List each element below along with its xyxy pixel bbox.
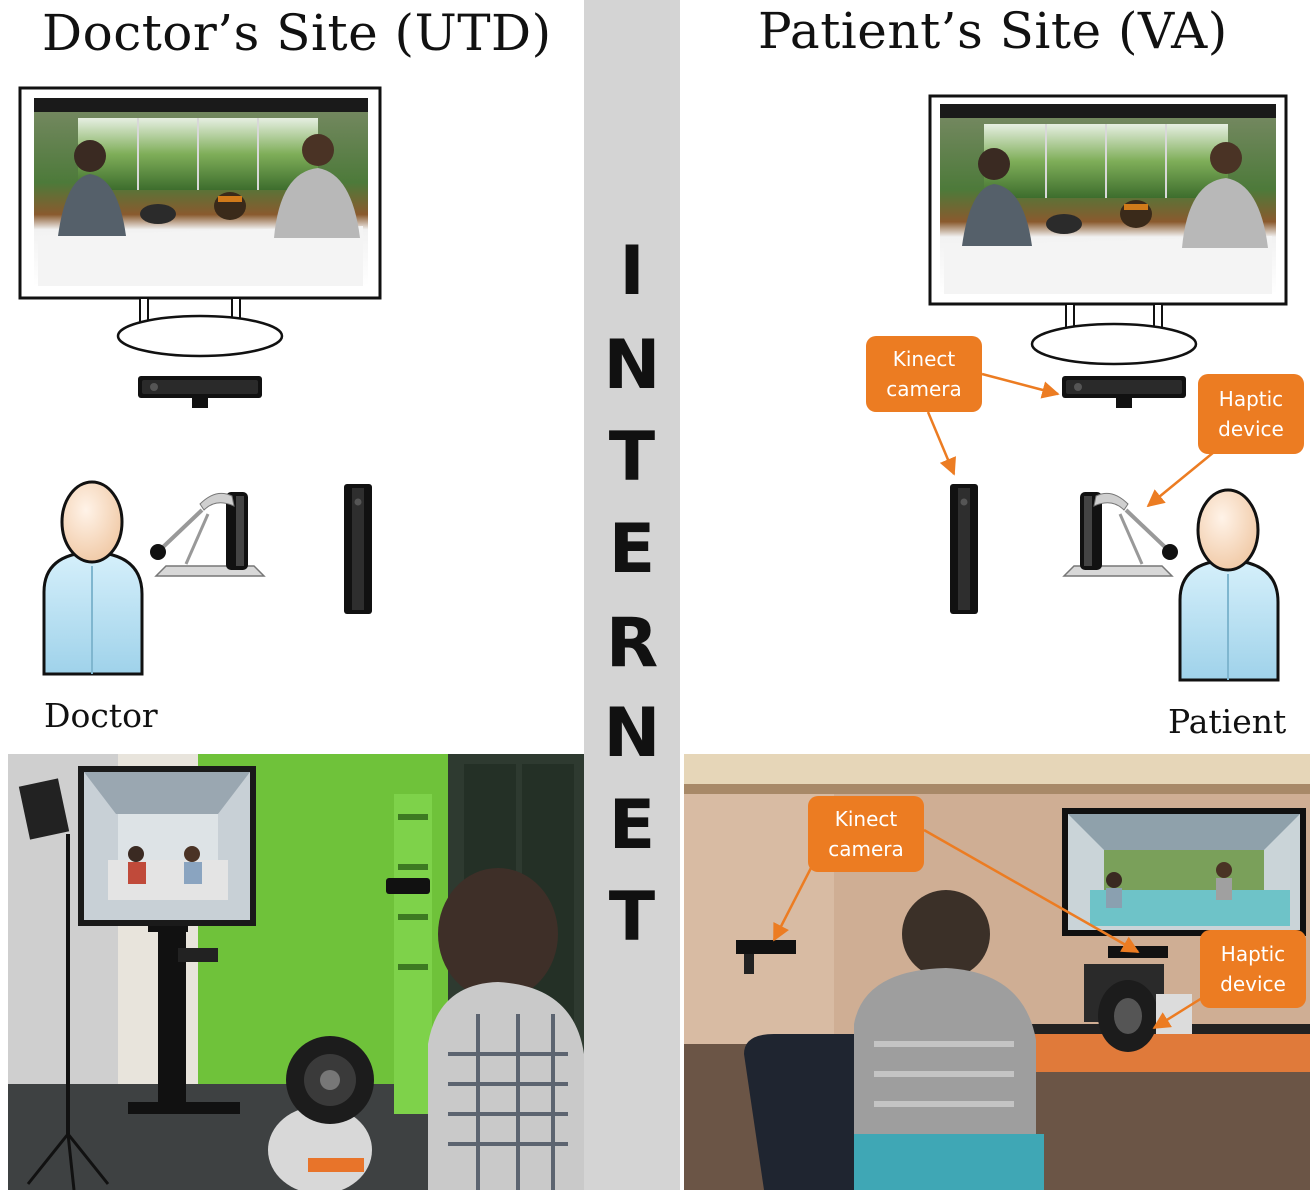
callout-line: device <box>1220 972 1286 996</box>
internet-letter: T <box>608 418 656 497</box>
doctor-monitor-icon <box>18 86 382 358</box>
doctor-haptic-device-icon <box>150 492 266 577</box>
internet-letter: E <box>608 510 656 589</box>
doctor-kinect-camera-icon <box>138 376 262 408</box>
haptic-device-callout: Haptic device <box>1198 374 1304 454</box>
arrow-kinect-top <box>981 372 1060 399</box>
internet-letter: R <box>605 604 659 683</box>
internet-letter: N <box>603 326 661 405</box>
patient-side-kinect-icon <box>950 484 978 614</box>
patient-site-title: Patient’s Site (VA) <box>758 2 1228 60</box>
arrow-kinect-side <box>926 411 956 476</box>
internet-band: I N T E R N E T <box>584 0 680 1190</box>
callout-line: device <box>1218 417 1284 441</box>
doctor-site-title: Doctor’s Site (UTD) <box>42 4 552 62</box>
doctor-person-icon <box>42 480 144 676</box>
patient-room-photo <box>684 754 1310 1190</box>
patient-haptic-device-icon <box>1062 492 1178 577</box>
patient-kinect-camera-icon <box>1062 376 1186 408</box>
patient-monitor-icon <box>928 94 1288 366</box>
callout-line: Haptic <box>1220 942 1286 966</box>
doctor-label: Doctor <box>44 696 158 735</box>
doctor-side-kinect-icon <box>344 484 372 614</box>
patient-label: Patient <box>1168 702 1287 741</box>
kinect-camera-callout: Kinect camera <box>866 336 982 412</box>
callout-line: Haptic <box>1218 387 1284 411</box>
patient-person-icon <box>1178 488 1280 682</box>
internet-letter: N <box>603 694 661 773</box>
photo-kinect-camera-callout: Kinect camera <box>808 796 924 872</box>
internet-letter: T <box>608 878 656 957</box>
photo-haptic-device-callout: Haptic device <box>1200 930 1306 1008</box>
callout-line: camera <box>886 377 962 401</box>
callout-line: camera <box>828 837 904 861</box>
callout-line: Kinect <box>892 347 956 371</box>
callout-line: Kinect <box>834 807 898 831</box>
internet-letter: E <box>608 786 656 865</box>
internet-letter: I <box>619 232 645 311</box>
doctor-lab-photo <box>8 754 584 1190</box>
